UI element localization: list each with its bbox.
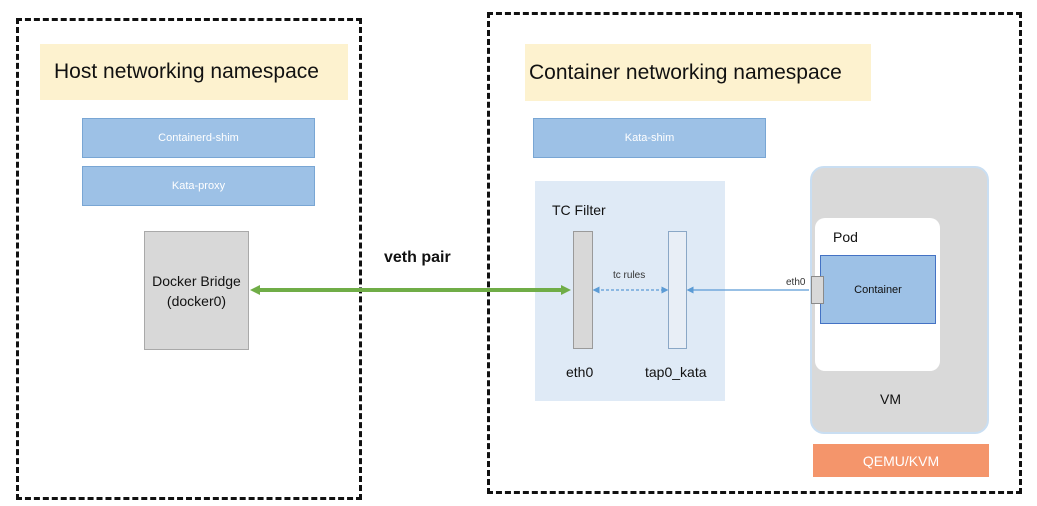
eth0-label: eth0 (566, 364, 594, 380)
docker-bridge-label: Docker Bridge (152, 272, 241, 289)
docker-bridge-box: Docker Bridge (docker0) (144, 231, 249, 350)
containerd-shim-box: Containerd-shim (82, 118, 315, 158)
tap0-kata-interface-bar (668, 231, 687, 349)
kata-proxy-box: Kata-proxy (82, 166, 315, 206)
host-namespace-title: Host networking namespace (40, 44, 348, 100)
pod-label: Pod (833, 229, 858, 245)
tc-filter-label: TC Filter (552, 202, 606, 218)
vm-eth0-port (811, 276, 824, 304)
kata-shim-box: Kata-shim (533, 118, 766, 158)
tc-rules-label: tc rules (613, 270, 646, 281)
veth-pair-label: veth pair (384, 249, 451, 266)
container-box: Container (820, 255, 936, 324)
eth0-interface-bar (573, 231, 593, 349)
tap0-kata-label: tap0_kata (645, 364, 707, 380)
docker-bridge-iface: (docker0) (166, 292, 227, 309)
container-namespace-title: Container networking namespace (525, 44, 871, 101)
container-namespace-box (487, 12, 1022, 494)
vm-eth0-label: eth0 (786, 277, 806, 288)
qemu-kvm-box: QEMU/KVM (813, 444, 989, 477)
host-namespace-box (16, 18, 362, 500)
vm-label: VM (880, 391, 901, 407)
